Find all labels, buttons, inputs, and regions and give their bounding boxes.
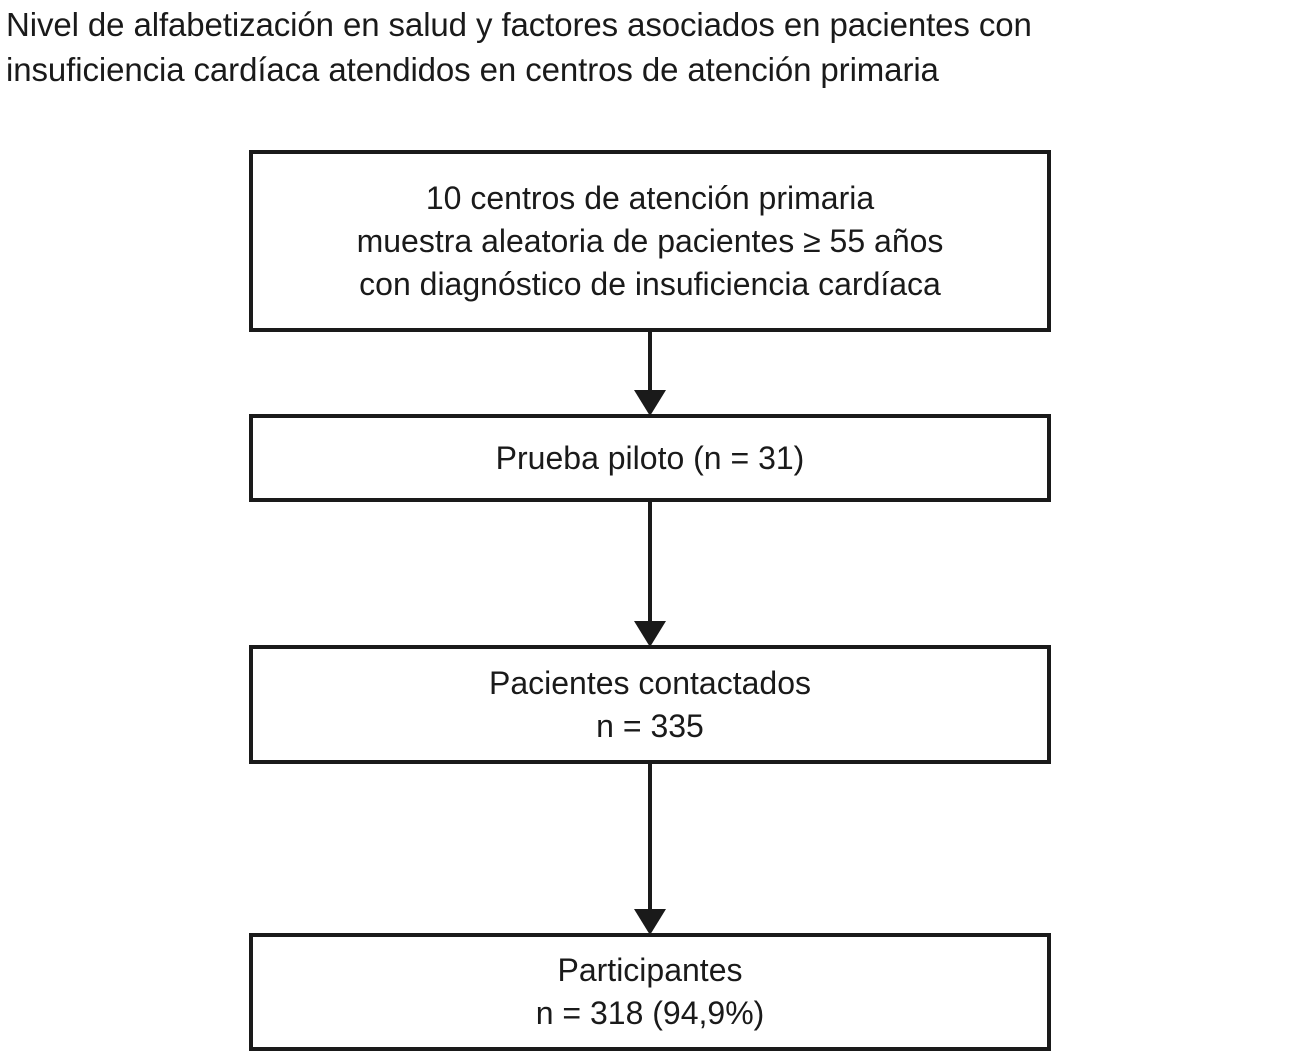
flow-box-4-line-2: n = 318 (94,9%) bbox=[535, 995, 765, 1031]
flow-box-participantes: Participantes n = 318 (94,9%) bbox=[249, 933, 1051, 1051]
flow-box-1-line-1: 10 centros de atención primaria bbox=[425, 179, 875, 216]
figure-title: Nivel de alfabetización en salud y facto… bbox=[6, 2, 1296, 92]
figure-title-line-2: insuficiencia cardíaca atendidos en cent… bbox=[6, 51, 939, 88]
arrow-down-icon-box3-to-box4 bbox=[634, 764, 666, 935]
arrow-head bbox=[634, 909, 666, 935]
figure-title-line-1: Nivel de alfabetización en salud y facto… bbox=[6, 6, 1032, 43]
arrow-down-icon-box1-to-box2 bbox=[634, 332, 666, 416]
flow-box-2-line-1: Prueba piloto (n = 31) bbox=[495, 439, 805, 476]
arrow-stem bbox=[648, 502, 652, 622]
flow-box-3-line-2: n = 335 bbox=[596, 707, 704, 744]
flow-box-prueba-piloto: Prueba piloto (n = 31) bbox=[249, 414, 1051, 502]
flow-box-1-line-2: muestra aleatoria de pacientes ≥ 55 años bbox=[356, 222, 944, 259]
flow-box-centros-atencion-primaria: 10 centros de atención primaria muestra … bbox=[249, 150, 1051, 332]
arrow-head bbox=[634, 390, 666, 416]
arrow-head bbox=[634, 621, 666, 647]
flow-box-pacientes-contactados: Pacientes contactados n = 335 bbox=[249, 645, 1051, 764]
flow-box-3-line-1: Pacientes contactados bbox=[489, 664, 811, 701]
flow-box-4-line-1: Participantes bbox=[557, 952, 743, 988]
flow-box-1-line-3: con diagnóstico de insuficiencia cardíac… bbox=[359, 265, 941, 302]
arrow-stem bbox=[648, 332, 652, 392]
arrow-down-icon-box2-to-box3 bbox=[634, 502, 666, 647]
arrow-stem bbox=[648, 764, 652, 910]
